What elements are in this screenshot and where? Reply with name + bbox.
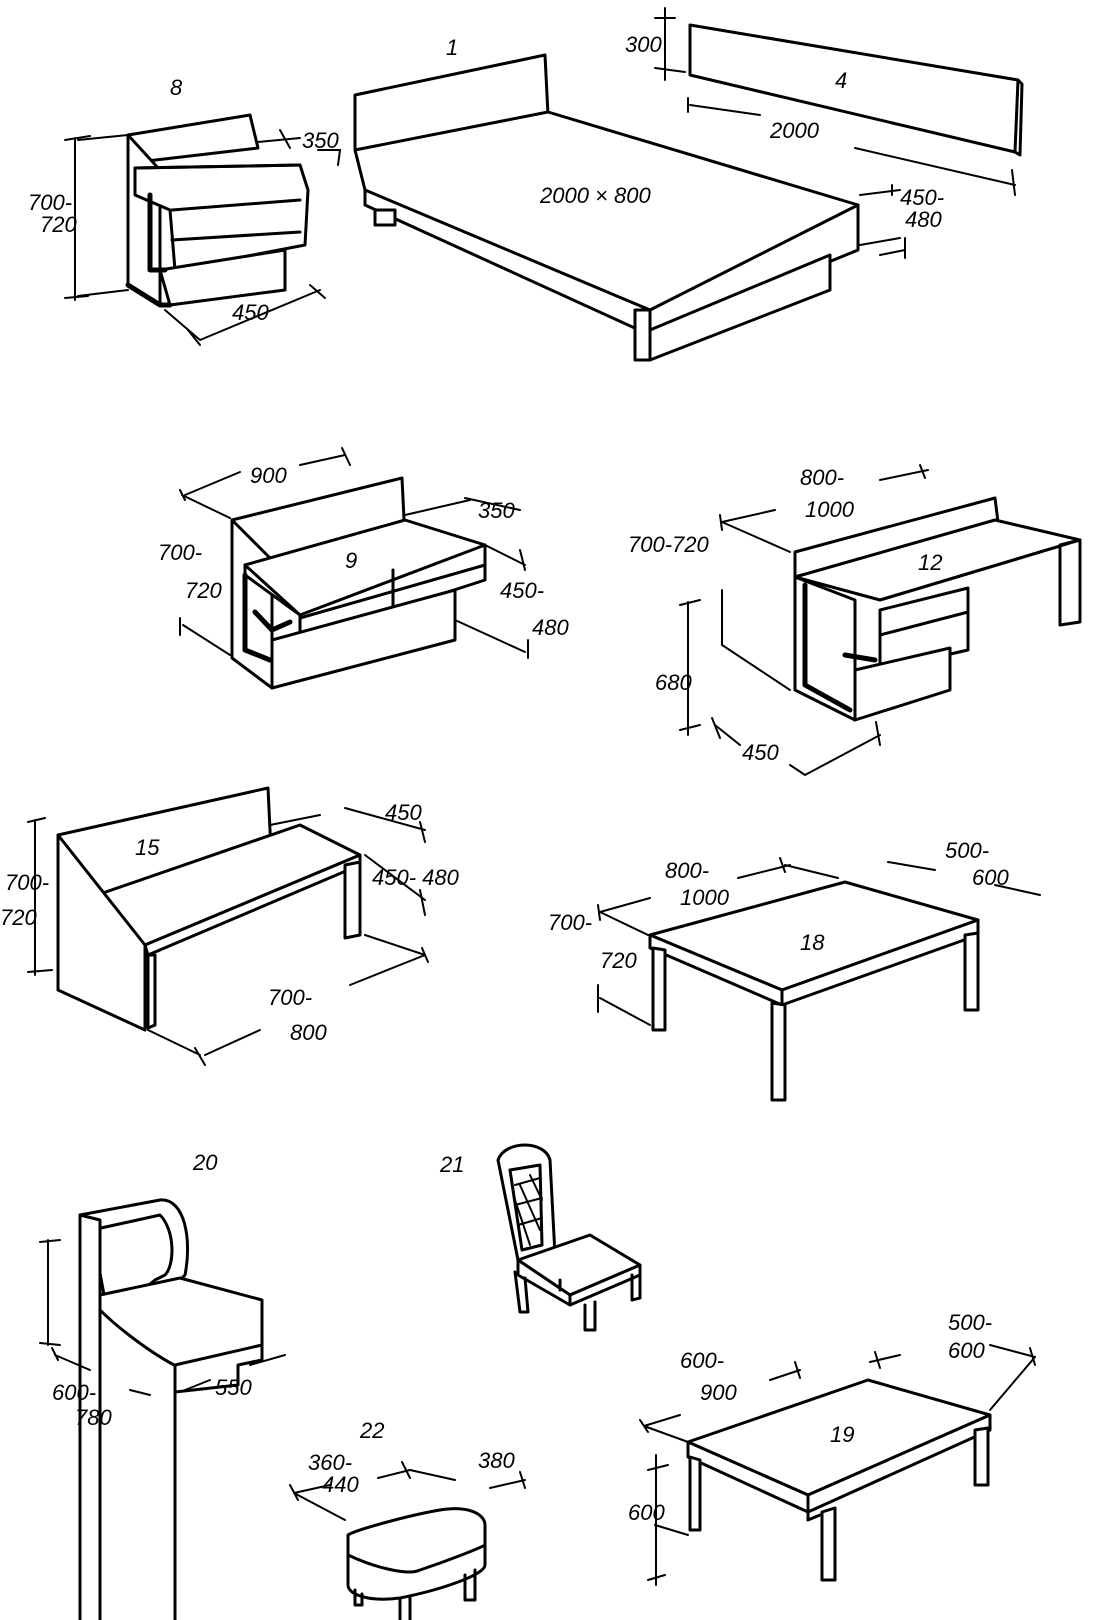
bed-dims: 1 2000 × 800 450- 480 [317, 35, 944, 259]
bench-dims: 15 700- 720 450 450- 480 700- 800 [0, 800, 460, 1066]
desk-dims: 12 800- 1000 700-720 680 450 [628, 464, 942, 777]
desk-number: 12 [918, 550, 942, 575]
table-low-length: 600- [680, 1348, 724, 1373]
wall-shelf [688, 23, 1024, 157]
table-large-height: 700- [548, 910, 592, 935]
desk-height: 700-720 [628, 532, 710, 557]
wall-shelf-length: 2000 [769, 118, 820, 143]
desk [793, 496, 1082, 722]
table-large [648, 880, 980, 1102]
stool-width2: 440 [322, 1472, 359, 1497]
nightstand-height2: 720 [40, 212, 77, 237]
nightstand-depth: 350 [302, 128, 339, 153]
dresser-depth: 350 [478, 498, 515, 523]
stool [346, 1507, 487, 1620]
table-low [686, 1378, 992, 1582]
dresser-depth2: 450- [500, 578, 544, 603]
bench-number: 15 [135, 835, 160, 860]
nightstand [125, 113, 310, 308]
table-large-length2: 1000 [680, 885, 730, 910]
armchair-width2: 780 [75, 1405, 112, 1430]
bench-height2: 720 [0, 905, 37, 930]
wall-shelf-number: 4 [835, 68, 847, 93]
table-large-dims: 18 800- 1000 500- 600 700- 720 [548, 838, 1041, 1026]
bed-size: 2000 × 800 [539, 183, 651, 208]
nightstand-height: 700- [28, 190, 72, 215]
bed-height: 450- [900, 185, 944, 210]
table-large-height2: 720 [600, 948, 637, 973]
dresser-width: 900 [250, 463, 287, 488]
dresser-height: 700- [158, 540, 202, 565]
table-low-width: 500- [948, 1310, 992, 1335]
wall-shelf-height: 300 [625, 32, 662, 57]
table-low-height: 600 [628, 1500, 665, 1525]
dresser-dims: 9 900 700- 720 350 450- 480 [158, 447, 569, 659]
table-low-length2: 900 [700, 1380, 737, 1405]
stool-dims: 22 360- 440 380 [289, 1418, 526, 1521]
nightstand-number: 8 [170, 75, 183, 100]
table-large-length: 800- [665, 858, 709, 883]
bed-height2: 480 [905, 207, 942, 232]
bench-length2: 800 [290, 1020, 327, 1045]
stool-number: 22 [359, 1418, 384, 1443]
armchair [78, 1198, 264, 1620]
chair [496, 1143, 642, 1332]
stool-width: 360- [308, 1450, 352, 1475]
armchair-width: 600- [52, 1380, 96, 1405]
chair-label: 21 [439, 1152, 464, 1177]
bed-number: 1 [446, 35, 458, 60]
bench-seat-height: 450- 480 [372, 865, 460, 890]
desk-width2: 1000 [805, 497, 855, 522]
bench-height: 700- [5, 870, 49, 895]
nightstand-width: 450 [232, 300, 269, 325]
table-large-width2: 600 [972, 865, 1009, 890]
desk-height2: 680 [655, 670, 692, 695]
desk-width: 800- [800, 465, 844, 490]
table-low-dims: 19 600- 900 500- 600 600 [628, 1310, 1036, 1586]
wall-shelf-dims: 4 300 2000 [625, 7, 1016, 196]
dresser-number: 9 [345, 548, 357, 573]
bench-depth: 450 [385, 800, 422, 825]
table-low-width2: 600 [948, 1338, 985, 1363]
armchair-dims: 20 600- 780 550 [39, 1150, 286, 1430]
table-large-width: 500- [945, 838, 989, 863]
bench-length: 700- [268, 985, 312, 1010]
chair-number: 21 [439, 1152, 464, 1177]
dresser-height2: 720 [185, 578, 222, 603]
stool-depth: 380 [478, 1448, 515, 1473]
dresser [230, 476, 487, 690]
table-large-number: 18 [800, 930, 825, 955]
table-low-number: 19 [830, 1422, 854, 1447]
armchair-number: 20 [192, 1150, 218, 1175]
armchair-depth: 550 [215, 1375, 252, 1400]
dresser-depth3: 480 [532, 615, 569, 640]
nightstand-dims: 8 700- 720 350 450 [28, 75, 339, 346]
bench [56, 786, 362, 1032]
bed [353, 53, 860, 362]
desk-depth: 450 [742, 740, 779, 765]
